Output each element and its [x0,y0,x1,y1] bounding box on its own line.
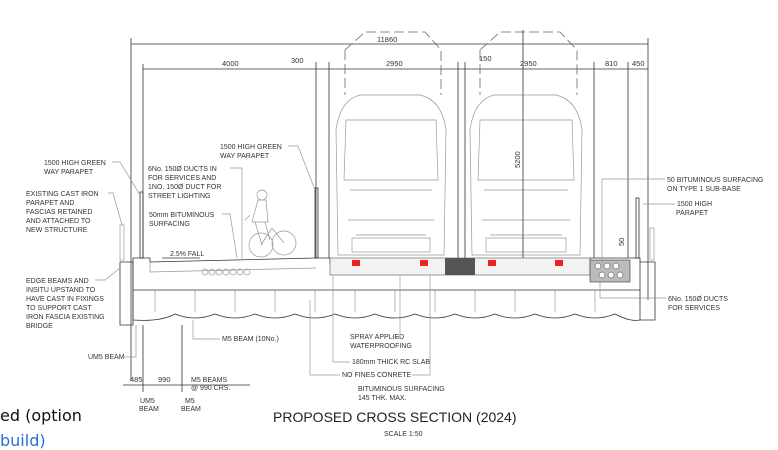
sub-dimensions: 4000 300 2950 150 2950 810 450 [142,54,648,258]
svg-text:HAVE CAST IN FIXINGS: HAVE CAST IN FIXINGS [26,296,104,303]
svg-text:50mm BITUMINOUS: 50mm BITUMINOUS [149,212,215,219]
dim-gap2: 150 [479,54,492,63]
tram-left [335,31,447,256]
label-right-parapet: 1500 HIGH PARAPET [643,201,712,217]
svg-text:1500 HIGH: 1500 HIGH [677,201,712,208]
precast-beams [119,261,656,326]
label-rc-slab: 180mm THICK RC SLAB [352,359,430,366]
svg-text:BRIDGE: BRIDGE [26,323,53,330]
label-left-parapet: 1500 HIGH GREEN WAY PARAPET [44,160,141,196]
label-m5-beam: M5 BEAM (10No.) [222,336,279,343]
label-bituminous-50mm: 50mm BITUMINOUS SURFACING [149,212,238,259]
dim-gap1: 300 [291,56,304,65]
svg-text:M5 BEAMS: M5 BEAMS [191,377,228,384]
svg-text:INSITU UPSTAND TO: INSITU UPSTAND TO [26,287,96,294]
dim-track1: 2950 [386,59,403,68]
svg-text:WATERPROOFING: WATERPROOFING [350,343,412,350]
bridge-deck [132,257,641,291]
cyclist-figure [244,189,297,258]
svg-text:UM5: UM5 [140,398,155,405]
dim-height: 5200 [513,151,522,168]
duct-row-left [201,268,251,276]
svg-text:@ 990 CRS.: @ 990 CRS. [191,385,230,392]
label-edge-beams: EDGE BEAMS AND INSITU UPSTAND TO HAVE CA… [26,267,121,330]
height-dimension: 5200 [513,30,524,258]
svg-text:ON TYPE 1 SUB-BASE: ON TYPE 1 SUB-BASE [667,186,741,193]
leader-no-fines [309,275,431,376]
dim-track2: 2950 [520,59,537,68]
svg-text:1NO. 150Ø DUCT FOR: 1NO. 150Ø DUCT FOR [148,184,221,191]
side-text-line2: build) [0,431,46,450]
svg-text:FOR SERVICES AND: FOR SERVICES AND [148,175,216,182]
tram-right [469,31,583,256]
drawing-scale: SCALE 1:50 [384,431,423,438]
dim-surfacing: 50 [617,238,626,246]
dim-parapet: 450 [632,59,645,68]
label-fall: 2.5% FALL [170,251,204,258]
label-um5-beam: UM5 BEAM [88,354,125,361]
svg-text:6No. 150Ø DUCTS: 6No. 150Ø DUCTS [668,296,728,303]
leader-rc-slab [332,275,350,363]
svg-text:SURFACING: SURFACING [149,221,190,228]
label-cast-iron: EXISTING CAST IRON PARAPET AND FASCIAS R… [26,191,123,234]
overall-dimension: 11860 [130,35,649,380]
dim-cycleway: 4000 [222,59,239,68]
beam-spacing-dimension: 485 990 M5 BEAMS @ 990 CRS. UM5 BEAM M5 … [123,325,250,413]
svg-text:1500 HIGH GREEN: 1500 HIGH GREEN [220,144,282,151]
svg-text:SPRAY APPLIED: SPRAY APPLIED [350,334,404,341]
leader-m5 [192,320,220,340]
svg-text:6No. 150Ø DUCTS IN: 6No. 150Ø DUCTS IN [148,166,217,173]
svg-text:FASCIAS RETAINED: FASCIAS RETAINED [26,209,92,216]
label-right-surfacing: 50 BITUMINOUS SURFACING ON TYPE 1 SUB-BA… [601,177,763,262]
label-ducts-left: 6No. 150Ø DUCTS IN FOR SERVICES AND 1NO.… [148,166,243,260]
side-text-line1: ed (option [0,406,82,425]
svg-text:BEAM: BEAM [181,406,201,413]
svg-text:145 THK. MAX.: 145 THK. MAX. [358,395,407,402]
svg-text:PARAPET: PARAPET [676,210,709,217]
drawing-title: PROPOSED CROSS SECTION (2024) [273,409,517,425]
cross-section-drawing: 11860 4000 300 2950 150 2950 810 450 [26,30,763,438]
svg-text:EDGE BEAMS AND: EDGE BEAMS AND [26,278,89,285]
dim-overall: 11860 [377,35,397,44]
svg-text:990: 990 [158,375,171,384]
svg-text:STREET LIGHTING: STREET LIGHTING [148,193,211,200]
svg-text:BITUMINOUS SURFACING: BITUMINOUS SURFACING [358,386,445,393]
dim-verge: 810 [605,59,618,68]
svg-text:NEW STRUCTURE: NEW STRUCTURE [26,227,88,234]
svg-text:50 BITUMINOUS SURFACING: 50 BITUMINOUS SURFACING [667,177,763,184]
svg-text:EXISTING CAST IRON: EXISTING CAST IRON [26,191,99,198]
leader-um5 [117,325,137,358]
svg-text:BEAM: BEAM [139,406,159,413]
label-mid-parapet: 1500 HIGH GREEN WAY PARAPET [220,144,316,191]
label-bituminous-145: BITUMINOUS SURFACING 145 THK. MAX. [358,386,445,402]
svg-text:PARAPET AND: PARAPET AND [26,200,74,207]
svg-text:M5: M5 [185,398,195,405]
label-no-fines: NO FINES CONRETE [342,372,412,379]
label-ducts-right: 6No. 150Ø DUCTS FOR SERVICES [599,282,728,312]
rails [352,260,563,266]
svg-text:FOR SERVICES: FOR SERVICES [668,305,720,312]
svg-text:485: 485 [130,375,143,384]
svg-text:1500 HIGH GREEN: 1500 HIGH GREEN [44,160,106,167]
label-spray: SPRAY APPLIED WATERPROOFING [350,275,412,350]
svg-text:TO SUPPORT CAST: TO SUPPORT CAST [26,305,92,312]
svg-text:AND ATTACHED TO: AND ATTACHED TO [26,218,91,225]
svg-text:WAY PARAPET: WAY PARAPET [44,169,94,176]
svg-text:IRON FASCIA EXISTING: IRON FASCIA EXISTING [26,314,105,321]
svg-text:WAY PARAPET: WAY PARAPET [220,153,270,160]
